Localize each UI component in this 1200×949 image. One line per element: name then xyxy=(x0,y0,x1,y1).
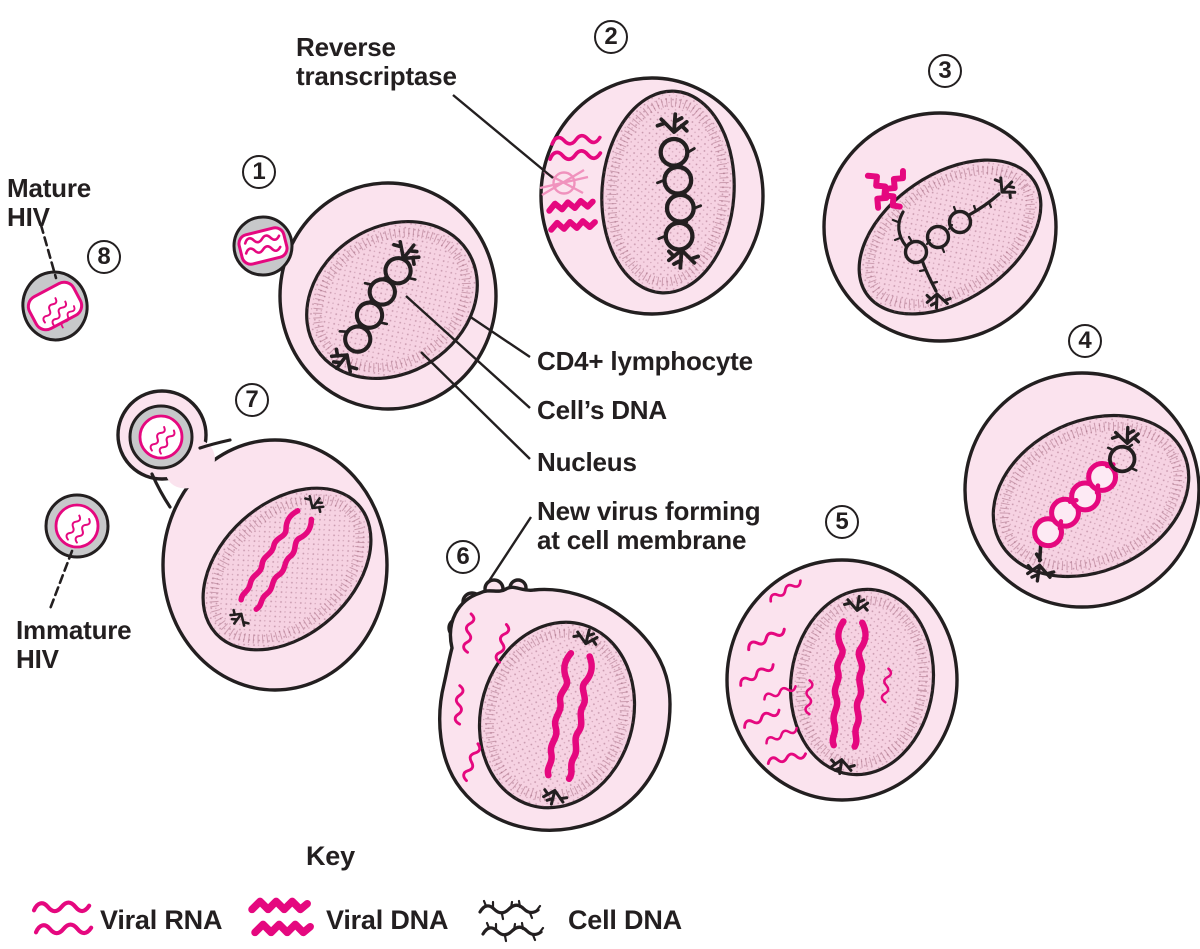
key-swatch-viral-rna xyxy=(34,903,91,934)
label-cells-dna: Cell’s DNA xyxy=(537,395,667,425)
leader-mature-hiv xyxy=(39,223,58,280)
key-label-cell-dna: Cell DNA xyxy=(568,905,682,935)
leader-reverse-transcriptase xyxy=(452,94,554,179)
leader-cells-dna xyxy=(405,295,531,409)
step-1-number: 1 xyxy=(242,155,276,189)
step-3-cell xyxy=(822,111,1058,343)
leader-immature-hiv xyxy=(48,549,74,611)
immature-hiv-virion xyxy=(44,493,110,559)
step-2-cell xyxy=(539,76,765,316)
label-nucleus: Nucleus xyxy=(537,447,637,477)
budding-virion xyxy=(128,404,194,470)
step-2-number: 2 xyxy=(594,20,628,54)
label-new-virus-forming: New virus forming at cell membrane xyxy=(537,496,761,556)
key-swatch-cell-dna xyxy=(478,899,545,943)
key-label-viral-dna: Viral DNA xyxy=(326,905,449,935)
hiv-binding-virion xyxy=(232,215,294,277)
key-swatch-viral-dna xyxy=(252,901,310,932)
mature-hiv-virion xyxy=(21,270,89,342)
leader-lines xyxy=(39,94,554,611)
key-label-viral-rna: Viral RNA xyxy=(100,905,223,935)
step-5-number: 5 xyxy=(825,505,859,539)
label-mature-hiv: Mature HIV xyxy=(7,173,92,233)
step-4-cell xyxy=(963,371,1200,609)
leader-new-virus xyxy=(487,516,533,582)
step-7-cell xyxy=(116,389,389,692)
leader-nucleus xyxy=(420,351,531,460)
key-title: Key xyxy=(306,841,355,871)
label-immature-hiv: Immature HIV xyxy=(16,615,132,675)
cell-dna-strand xyxy=(891,171,1021,310)
step-4-number: 4 xyxy=(1068,324,1102,358)
step-6-number: 6 xyxy=(446,540,480,574)
step-5-cell xyxy=(725,558,959,802)
step-6-cell xyxy=(438,578,672,832)
step-8-number: 8 xyxy=(87,240,121,274)
leader-cd4-lymphocyte xyxy=(468,315,531,358)
step-7-nucleus xyxy=(201,486,373,652)
label-reverse-transcriptase: Reverse transcriptase xyxy=(296,32,457,92)
step-7-number: 7 xyxy=(235,383,269,417)
step-1-cell xyxy=(232,181,498,411)
step-3-number: 3 xyxy=(928,54,962,88)
label-cd4-lymphocyte: CD4+ lymphocyte xyxy=(537,346,753,376)
